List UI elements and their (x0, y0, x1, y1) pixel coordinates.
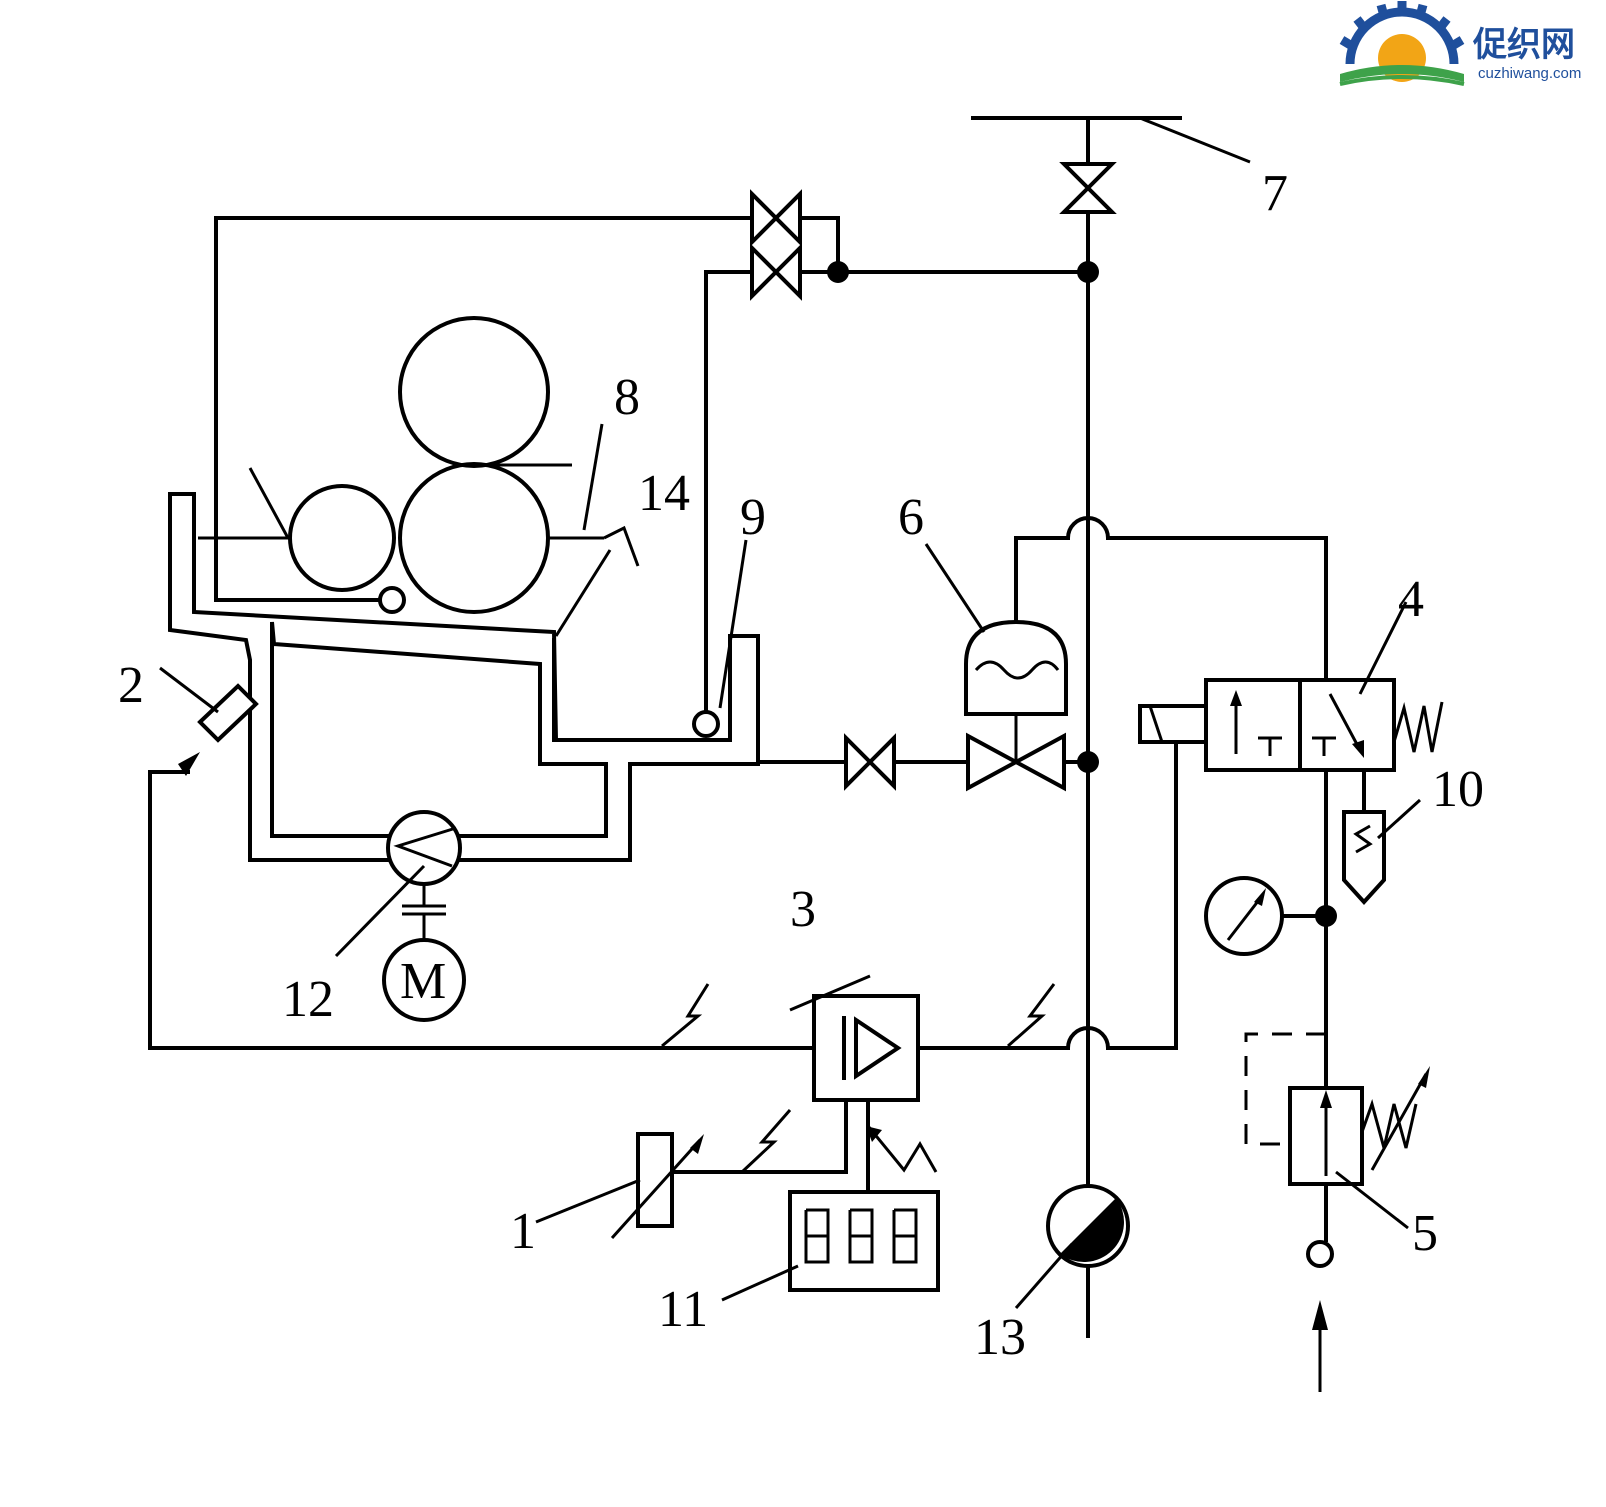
label-13: 13 (974, 1309, 1026, 1366)
logo-name-cn: 促织网 (1472, 25, 1575, 65)
sun-icon (1378, 34, 1426, 82)
upper-branch-lines (214, 189, 1099, 714)
valve-icon (1059, 162, 1117, 214)
display-11 (721, 1190, 940, 1302)
junction-dot (1077, 261, 1099, 283)
valve-icon (750, 243, 802, 301)
label-10: 10 (1432, 761, 1484, 818)
pump-icon (386, 810, 462, 886)
controller-3 (148, 740, 1178, 1194)
top-roller (398, 316, 550, 468)
air-supply-branch (1204, 768, 1430, 1392)
pressure-gauge-icon (1204, 876, 1284, 956)
label-5: 5 (1412, 1205, 1438, 1262)
logo-name-en: cuzhiwang.com (1478, 65, 1581, 82)
level-sensor-icon (692, 710, 720, 738)
pump-12: M (334, 810, 466, 1022)
field-icon (1340, 65, 1464, 82)
label-12: 12 (282, 971, 334, 1028)
tank-outlet-line (756, 732, 1099, 792)
motor-label: M (400, 953, 446, 1010)
brand-logo: 促织网 cuzhiwang.com (1339, 1, 1581, 86)
motor-icon (382, 938, 466, 1022)
flow-meter-13 (1014, 1184, 1130, 1309)
bottom-roller (398, 462, 550, 614)
label-3: 3 (790, 881, 816, 938)
label-1: 1 (510, 1203, 536, 1260)
label-11: 11 (658, 1281, 708, 1338)
label-4: 4 (1398, 571, 1424, 628)
spray-nozzle-icon (378, 586, 406, 614)
arrow-icon (178, 752, 200, 776)
label-6: 6 (898, 489, 924, 546)
label-8: 8 (614, 369, 640, 426)
label-14: 14 (638, 465, 690, 522)
directional-valve-4 (1138, 601, 1444, 772)
label-2: 2 (118, 657, 144, 714)
actuator-6 (924, 516, 1328, 762)
supply-header-7 (971, 116, 1251, 1338)
sensor-2 (148, 666, 259, 1050)
roller-assembly-8 (198, 316, 640, 614)
small-roller (288, 484, 396, 592)
filter-10-icon (1342, 810, 1386, 905)
valve-icon (750, 189, 802, 247)
valve-icon (844, 733, 896, 791)
junction-dot (1077, 751, 1099, 773)
sensor-1 (535, 1132, 848, 1240)
label-9: 9 (740, 489, 766, 546)
arrow-up-icon (1312, 1300, 1328, 1330)
component-labels: 1 2 3 4 5 6 7 8 9 10 11 12 13 14 (118, 165, 1484, 1366)
gear-icon (1339, 1, 1465, 65)
tank-structure (168, 492, 760, 862)
air-inlet-icon (1306, 1240, 1334, 1268)
label-7: 7 (1262, 165, 1288, 222)
